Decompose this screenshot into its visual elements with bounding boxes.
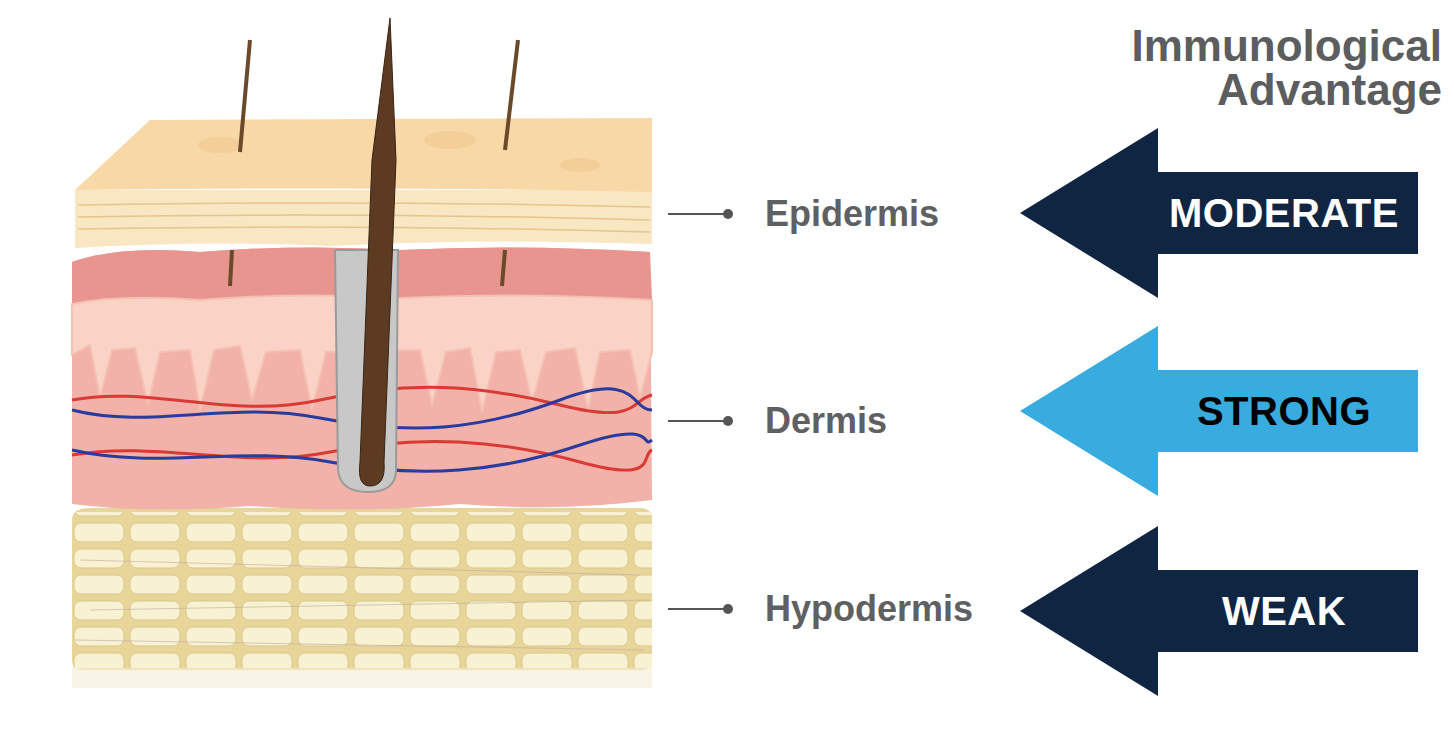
arrow-box: WEAK [1020,526,1418,696]
layer-label: Hypodermis [765,587,973,631]
arrow-label: STRONG [1150,370,1418,452]
arrow-label: MODERATE [1150,172,1418,254]
layer-label: Epidermis [765,192,939,236]
hair [230,18,518,492]
heading: Immunological Advantage [1060,24,1442,112]
leader-dot [723,209,733,614]
epidermis-layer [75,118,652,248]
arrow-box: STRONG [1020,326,1418,496]
leader-line [668,214,728,609]
arrow-box: MODERATE [1020,128,1418,298]
layer-label: Dermis [765,399,887,443]
hypodermis-layer [72,508,652,688]
arrow-shape [1020,526,1418,696]
arrow-label: WEAK [1150,570,1418,652]
